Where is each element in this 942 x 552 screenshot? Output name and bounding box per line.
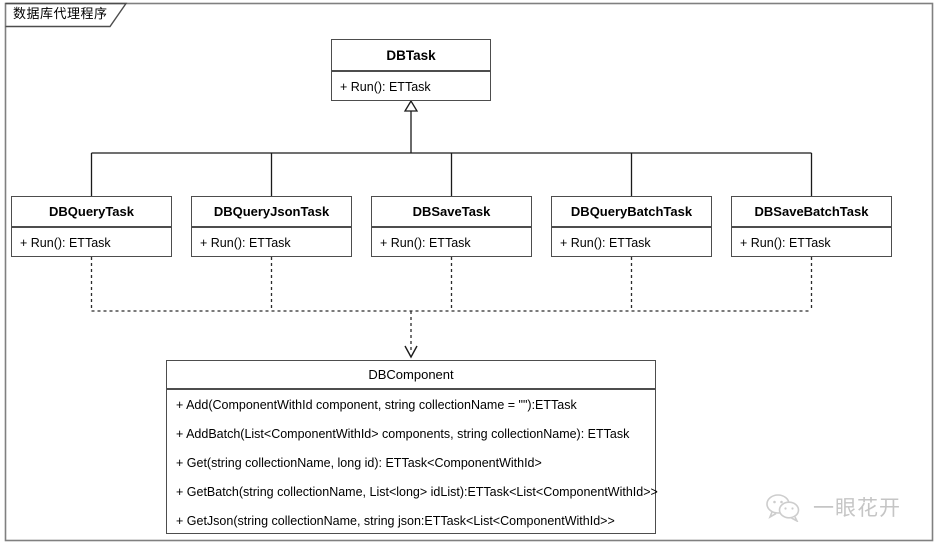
- class-member: + Get(string collectionName, long id): E…: [176, 455, 542, 470]
- class-name-dbtask: DBTask: [332, 40, 490, 71]
- class-member: + AddBatch(List<ComponentWithId> compone…: [176, 426, 630, 441]
- class-name-dbsavebatchtask: DBSaveBatchTask: [732, 197, 891, 227]
- class-box-dbsavetask[interactable]: DBSaveTask + Run(): ETTask: [371, 196, 532, 257]
- wechat-icon: [766, 494, 800, 522]
- class-box-dbtask[interactable]: DBTask + Run(): ETTask: [331, 39, 491, 101]
- class-members-dbsavebatchtask: + Run(): ETTask: [732, 227, 891, 257]
- class-member: + Run(): ETTask: [200, 235, 291, 250]
- frame-label: 数据库代理程序: [13, 6, 108, 21]
- watermark-text: 一眼花开: [813, 497, 901, 520]
- class-name-dbsavetask: DBSaveTask: [372, 197, 531, 227]
- class-box-dbquerybatchtask[interactable]: DBQueryBatchTask + Run(): ETTask: [551, 196, 712, 257]
- class-members-dbquerybatchtask: + Run(): ETTask: [552, 227, 711, 257]
- class-name-dbquerytask: DBQueryTask: [12, 197, 171, 227]
- class-member: + Run(): ETTask: [20, 235, 111, 250]
- class-member: + GetBatch(string collectionName, List<l…: [176, 485, 658, 500]
- class-members-dbsavetask: + Run(): ETTask: [372, 227, 531, 257]
- class-member: + Run(): ETTask: [340, 79, 431, 94]
- class-box-dbquerytask[interactable]: DBQueryTask + Run(): ETTask: [11, 196, 172, 257]
- watermark: 一眼花开: [764, 492, 901, 522]
- class-member: + Run(): ETTask: [380, 235, 471, 250]
- class-name-dbcomponent: DBComponent: [167, 361, 655, 389]
- class-member: + GetJson(string collectionName, string …: [176, 514, 615, 529]
- class-members-dbquerytask: + Run(): ETTask: [12, 227, 171, 257]
- class-members-dbqueryjsontask: + Run(): ETTask: [192, 227, 351, 257]
- class-name-dbquerybatchtask: DBQueryBatchTask: [552, 197, 711, 227]
- class-member: + Run(): ETTask: [560, 235, 651, 250]
- class-box-dbcomponent[interactable]: DBComponent + Add(ComponentWithId compon…: [166, 360, 658, 536]
- class-name-dbqueryjsontask: DBQueryJsonTask: [192, 197, 351, 227]
- class-member: + Add(ComponentWithId component, string …: [176, 397, 577, 412]
- class-members-dbcomponent: + Add(ComponentWithId component, string …: [167, 389, 658, 536]
- class-members-dbtask: + Run(): ETTask: [332, 71, 490, 101]
- class-box-dbsavebatchtask[interactable]: DBSaveBatchTask + Run(): ETTask: [731, 196, 892, 257]
- class-member: + Run(): ETTask: [740, 235, 831, 250]
- class-box-dbqueryjsontask[interactable]: DBQueryJsonTask + Run(): ETTask: [191, 196, 352, 257]
